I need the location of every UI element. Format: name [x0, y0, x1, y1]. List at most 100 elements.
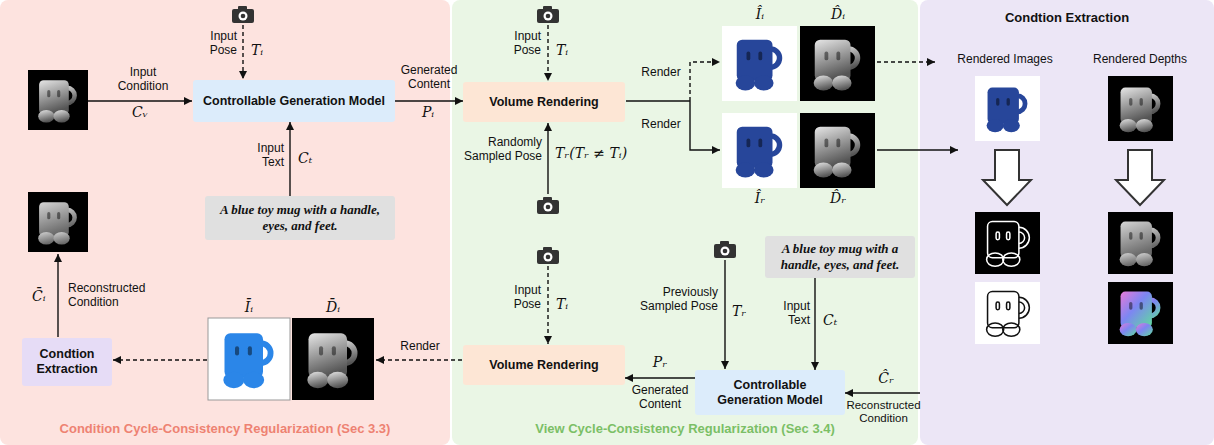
edge-label: Reconstructed Condition [845, 399, 922, 425]
prompt-box: A blue toy mug with a handle, eyes, and … [205, 196, 395, 240]
math-symbol: Îᵢ [745, 6, 775, 22]
box-label: Volume Rendering [489, 358, 599, 373]
flow-arrow [395, 100, 463, 101]
math-symbol: Tᵢ [556, 296, 568, 312]
hollow-arrows-part [983, 150, 1031, 205]
flow-arrows-part [626, 100, 690, 101]
process-box: Volume Rendering [463, 345, 625, 385]
flow-arrow [814, 278, 815, 370]
flow-arrows-part [690, 101, 720, 150]
region-band: Condition Cycle-Consistency Regularizati… [0, 0, 450, 445]
hollow-arrows-part [1116, 150, 1164, 205]
process-box: Condtion Extraction [22, 338, 112, 386]
flow-arrows-part [547, 25, 548, 81]
mug-images-part [292, 318, 374, 400]
flow-arrows-part [113, 359, 207, 360]
math-symbol: Pᵢ [415, 104, 441, 120]
mug-images-part [800, 113, 875, 188]
panel-title: Rendered Images [955, 52, 1055, 66]
flow-arrows-part [547, 266, 548, 344]
box-label: Controllable Generation Model [701, 378, 839, 408]
math-symbol: Tᵣ(Tᵣ ≠ Tᵢ) [555, 145, 627, 161]
prompt-box: A blue toy mug with a handle, eyes, and … [765, 236, 915, 278]
camera-icons-part [537, 247, 559, 264]
mug-images-part [814, 40, 861, 91]
annotation-label: Input Pose [495, 284, 541, 312]
mug-images-part [987, 88, 1028, 133]
mug-images-part [38, 202, 77, 244]
annotation-label: Input Pose [192, 30, 237, 58]
mug-images-part [975, 76, 1040, 141]
math-symbol: Cᵥ [125, 104, 155, 120]
camera-icons-part [537, 6, 559, 23]
annotation-label: Render [636, 118, 686, 132]
mug-images-part [1108, 76, 1173, 141]
region-band: View Cycle-Consistency Regularization (S… [452, 0, 918, 445]
mug-images-part [987, 292, 1030, 337]
mug-images-part [800, 26, 875, 101]
flow-arrows-part [724, 260, 725, 369]
annotation-label: Render [636, 66, 686, 80]
math-symbol: Ĉᵣ [874, 370, 898, 386]
panel-backgrounds-part [920, 0, 1214, 445]
annotation-label: Previously Sampled Pose [630, 286, 718, 314]
camera-icons-part [714, 241, 736, 258]
flow-arrows-part [547, 123, 548, 194]
flow-arrows-part [57, 254, 58, 337]
mug-images-part [1108, 212, 1173, 274]
mug-images-part [28, 70, 88, 130]
flow-arrows-part [242, 25, 243, 79]
flow-arrows-part [88, 100, 192, 101]
math-symbol: Îᵣ [745, 190, 775, 206]
panel-title: View Cycle-Consistency Regularization (S… [452, 421, 918, 437]
panel-backgrounds-part [452, 0, 918, 445]
camera-icons [232, 6, 736, 264]
flow-arrows-part [877, 149, 958, 150]
mug-images-part [814, 127, 861, 178]
mug-images-part [975, 212, 1040, 274]
region-band: Condtion ExtractionRendered Images Render… [920, 0, 1214, 445]
math-symbol: C̄ᵢ [32, 288, 46, 304]
annotation-label: Randomly Sampled Pose [460, 136, 542, 164]
mug-images-part [722, 113, 797, 188]
mug-images-part [736, 40, 783, 91]
flow-arrow [625, 377, 695, 378]
panel-backgrounds-part [0, 0, 450, 445]
panel-title: Rendered Depths [1090, 52, 1190, 66]
box-label: Condtion Extraction [28, 347, 106, 377]
math-symbol: D̄ᵢ [318, 299, 348, 315]
math-symbol: Īᵢ [234, 299, 264, 315]
mug-images [28, 26, 1173, 400]
flow-arrows-part [690, 62, 720, 101]
process-box: Controllable Generation Model [193, 80, 395, 122]
mug-images-part [1120, 222, 1161, 267]
panel-title: Condition Cycle-Consistency Regularizati… [0, 421, 450, 437]
hollow-arrows [983, 150, 1164, 205]
math-symbol: D̂ᵢ [823, 6, 853, 22]
math-symbol: Tᵢ [251, 42, 263, 58]
panel-title: Condtion Extraction [920, 10, 1214, 26]
process-box: Volume Rendering [463, 82, 625, 122]
box-label: A blue toy mug with a handle, eyes, and … [211, 202, 389, 233]
flow-arrow [289, 122, 290, 196]
edge-label: Input Text [236, 142, 284, 170]
mug-images-part [975, 282, 1040, 344]
math-symbol: D̂ᵣ [823, 190, 853, 206]
flow-arrows-part [877, 61, 935, 62]
math-symbol: Tᵣ [732, 303, 746, 319]
process-box: Controllable Generation Model [695, 370, 845, 415]
mug-images-part [307, 333, 357, 388]
mug-images-part [38, 80, 77, 122]
mug-images-part [987, 222, 1030, 267]
mug-images-part [208, 318, 290, 400]
flow-arrows-part [376, 359, 462, 360]
box-label: Controllable Generation Model [203, 94, 385, 109]
annotation-label: Input Pose [495, 30, 541, 58]
math-symbol: Pᵣ [648, 354, 672, 370]
mug-images-part [223, 333, 273, 388]
math-symbol: Tᵢ [556, 42, 568, 58]
